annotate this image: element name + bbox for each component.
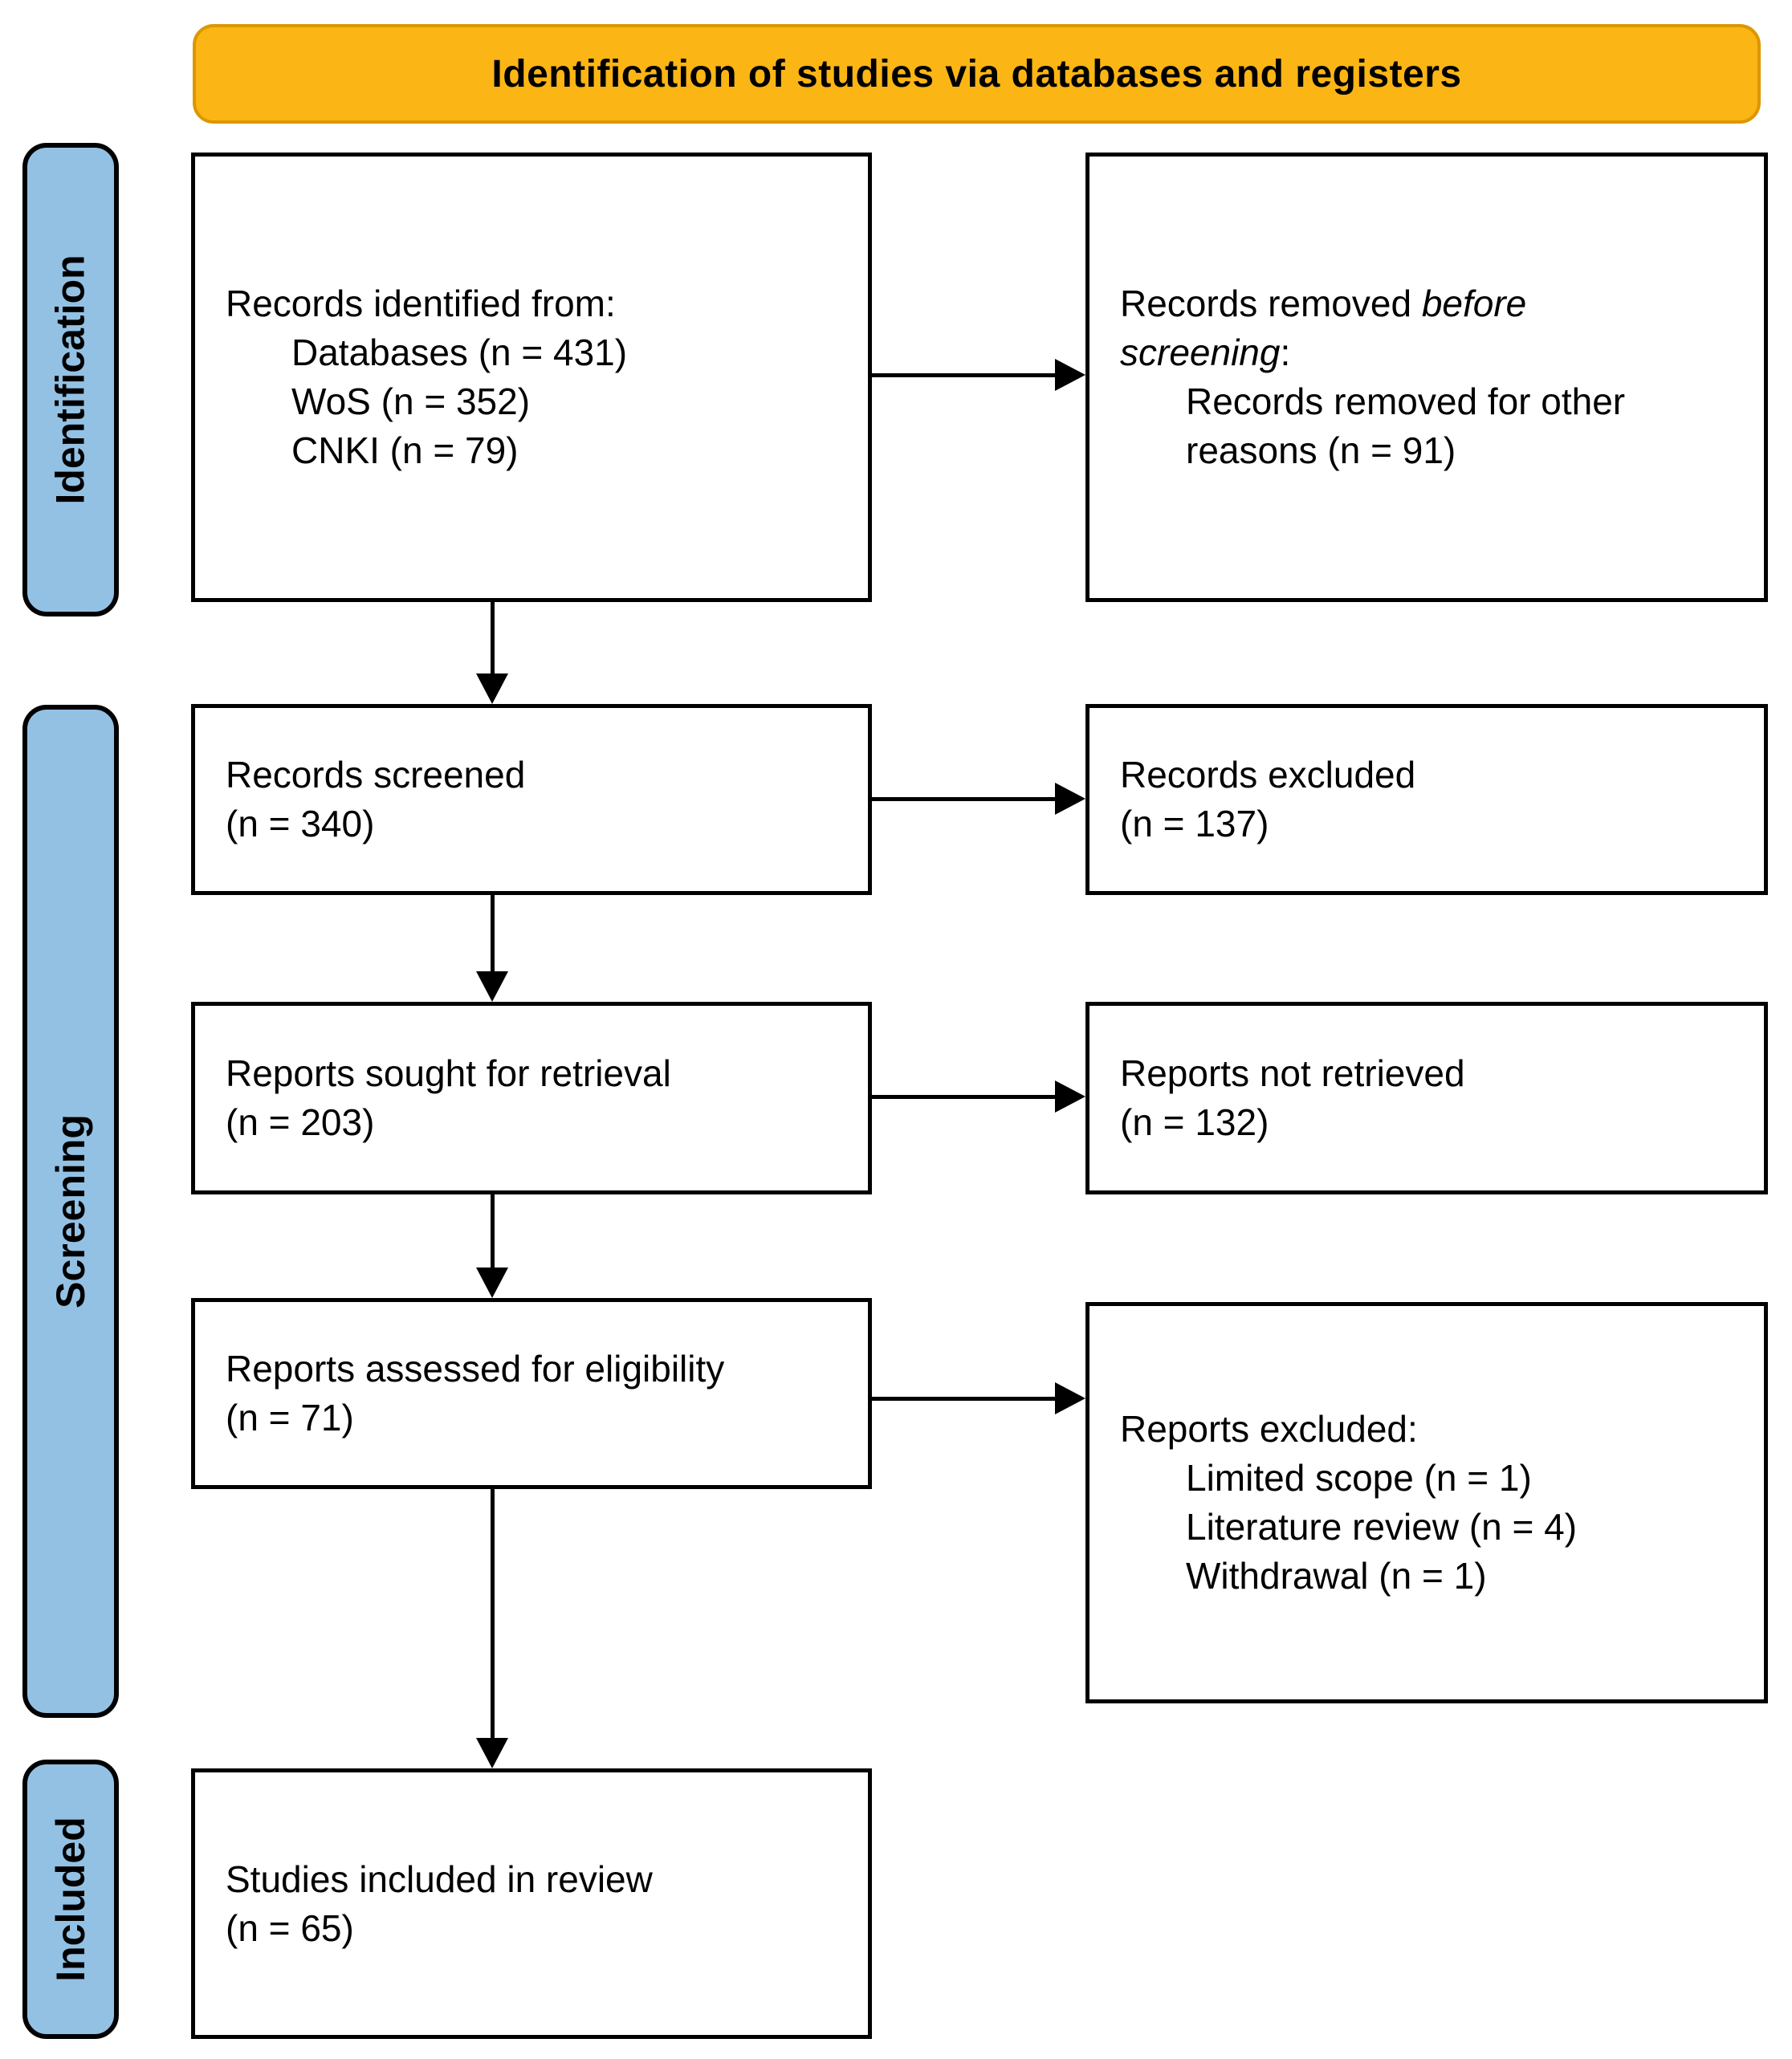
records-removed-italic-before: before bbox=[1421, 283, 1527, 324]
records-identified-item: Databases (n = 431) bbox=[291, 332, 628, 373]
arrow-identified-to-removed bbox=[872, 359, 1085, 391]
box-records-screened: Records screened (n = 340) bbox=[191, 704, 872, 895]
records-excluded-count: (n = 137) bbox=[1120, 803, 1269, 844]
reports-excluded-item: Limited scope (n = 1) bbox=[1186, 1457, 1532, 1499]
banner: Identification of studies via databases … bbox=[193, 24, 1761, 124]
records-identified-item: WoS (n = 352) bbox=[291, 380, 531, 422]
records-identified-item: CNKI (n = 79) bbox=[291, 429, 519, 471]
reports-excluded-title: Reports excluded: bbox=[1120, 1408, 1418, 1450]
box-studies-included: Studies included in review (n = 65) bbox=[191, 1768, 872, 2039]
stage-identification-label: Identification bbox=[48, 254, 94, 505]
records-screened-count: (n = 340) bbox=[226, 803, 375, 844]
stage-identification: Identification bbox=[22, 143, 119, 616]
box-reports-excluded: Reports excluded: Limited scope (n = 1) … bbox=[1085, 1302, 1768, 1703]
reports-assessed-count: (n = 71) bbox=[226, 1397, 354, 1438]
reports-sought-count: (n = 203) bbox=[226, 1101, 375, 1143]
records-screened-label: Records screened bbox=[226, 754, 526, 796]
box-reports-sought: Reports sought for retrieval (n = 203) bbox=[191, 1002, 872, 1194]
reports-sought-label: Reports sought for retrieval bbox=[226, 1052, 671, 1094]
reports-not-retrieved-count: (n = 132) bbox=[1120, 1101, 1269, 1143]
records-removed-item-line2: reasons (n = 91) bbox=[1186, 429, 1456, 471]
box-records-identified: Records identified from: Databases (n = … bbox=[191, 153, 872, 602]
records-removed-italic-screening: screening bbox=[1120, 332, 1281, 373]
arrow-sought-to-not-retrieved bbox=[872, 1080, 1085, 1113]
studies-included-label: Studies included in review bbox=[226, 1858, 653, 1900]
banner-title: Identification of studies via databases … bbox=[491, 52, 1462, 96]
arrow-screened-to-excluded bbox=[872, 783, 1085, 815]
records-removed-title-line1: Records removed before bbox=[1120, 279, 1733, 328]
reports-not-retrieved-label: Reports not retrieved bbox=[1120, 1052, 1465, 1094]
arrow-screened-to-sought bbox=[476, 895, 508, 1002]
arrow-identified-to-screened bbox=[476, 602, 508, 704]
stage-included: Included bbox=[22, 1760, 119, 2039]
arrow-sought-to-assessed bbox=[476, 1194, 508, 1298]
reports-excluded-item: Literature review (n = 4) bbox=[1186, 1506, 1578, 1548]
arrow-assessed-to-included bbox=[476, 1489, 508, 1768]
reports-excluded-item: Withdrawal (n = 1) bbox=[1186, 1555, 1487, 1597]
stage-screening: Screening bbox=[22, 705, 119, 1718]
records-removed-suffix: : bbox=[1280, 332, 1291, 373]
reports-assessed-label: Reports assessed for eligibility bbox=[226, 1348, 725, 1390]
records-excluded-label: Records excluded bbox=[1120, 754, 1416, 796]
box-records-removed-before-screening: Records removed before screening: Record… bbox=[1085, 153, 1768, 602]
box-reports-not-retrieved: Reports not retrieved (n = 132) bbox=[1085, 1002, 1768, 1194]
records-removed-prefix: Records removed bbox=[1120, 283, 1422, 324]
records-removed-title-line2: screening: bbox=[1120, 328, 1733, 377]
records-removed-item-line1: Records removed for other bbox=[1186, 380, 1626, 422]
box-records-excluded: Records excluded (n = 137) bbox=[1085, 704, 1768, 895]
box-reports-assessed: Reports assessed for eligibility (n = 71… bbox=[191, 1298, 872, 1489]
arrow-assessed-to-reports-excluded bbox=[872, 1382, 1085, 1414]
records-identified-title: Records identified from: bbox=[226, 283, 616, 324]
stage-screening-label: Screening bbox=[48, 1114, 93, 1308]
stage-included-label: Included bbox=[48, 1817, 94, 1982]
studies-included-count: (n = 65) bbox=[226, 1906, 354, 1949]
